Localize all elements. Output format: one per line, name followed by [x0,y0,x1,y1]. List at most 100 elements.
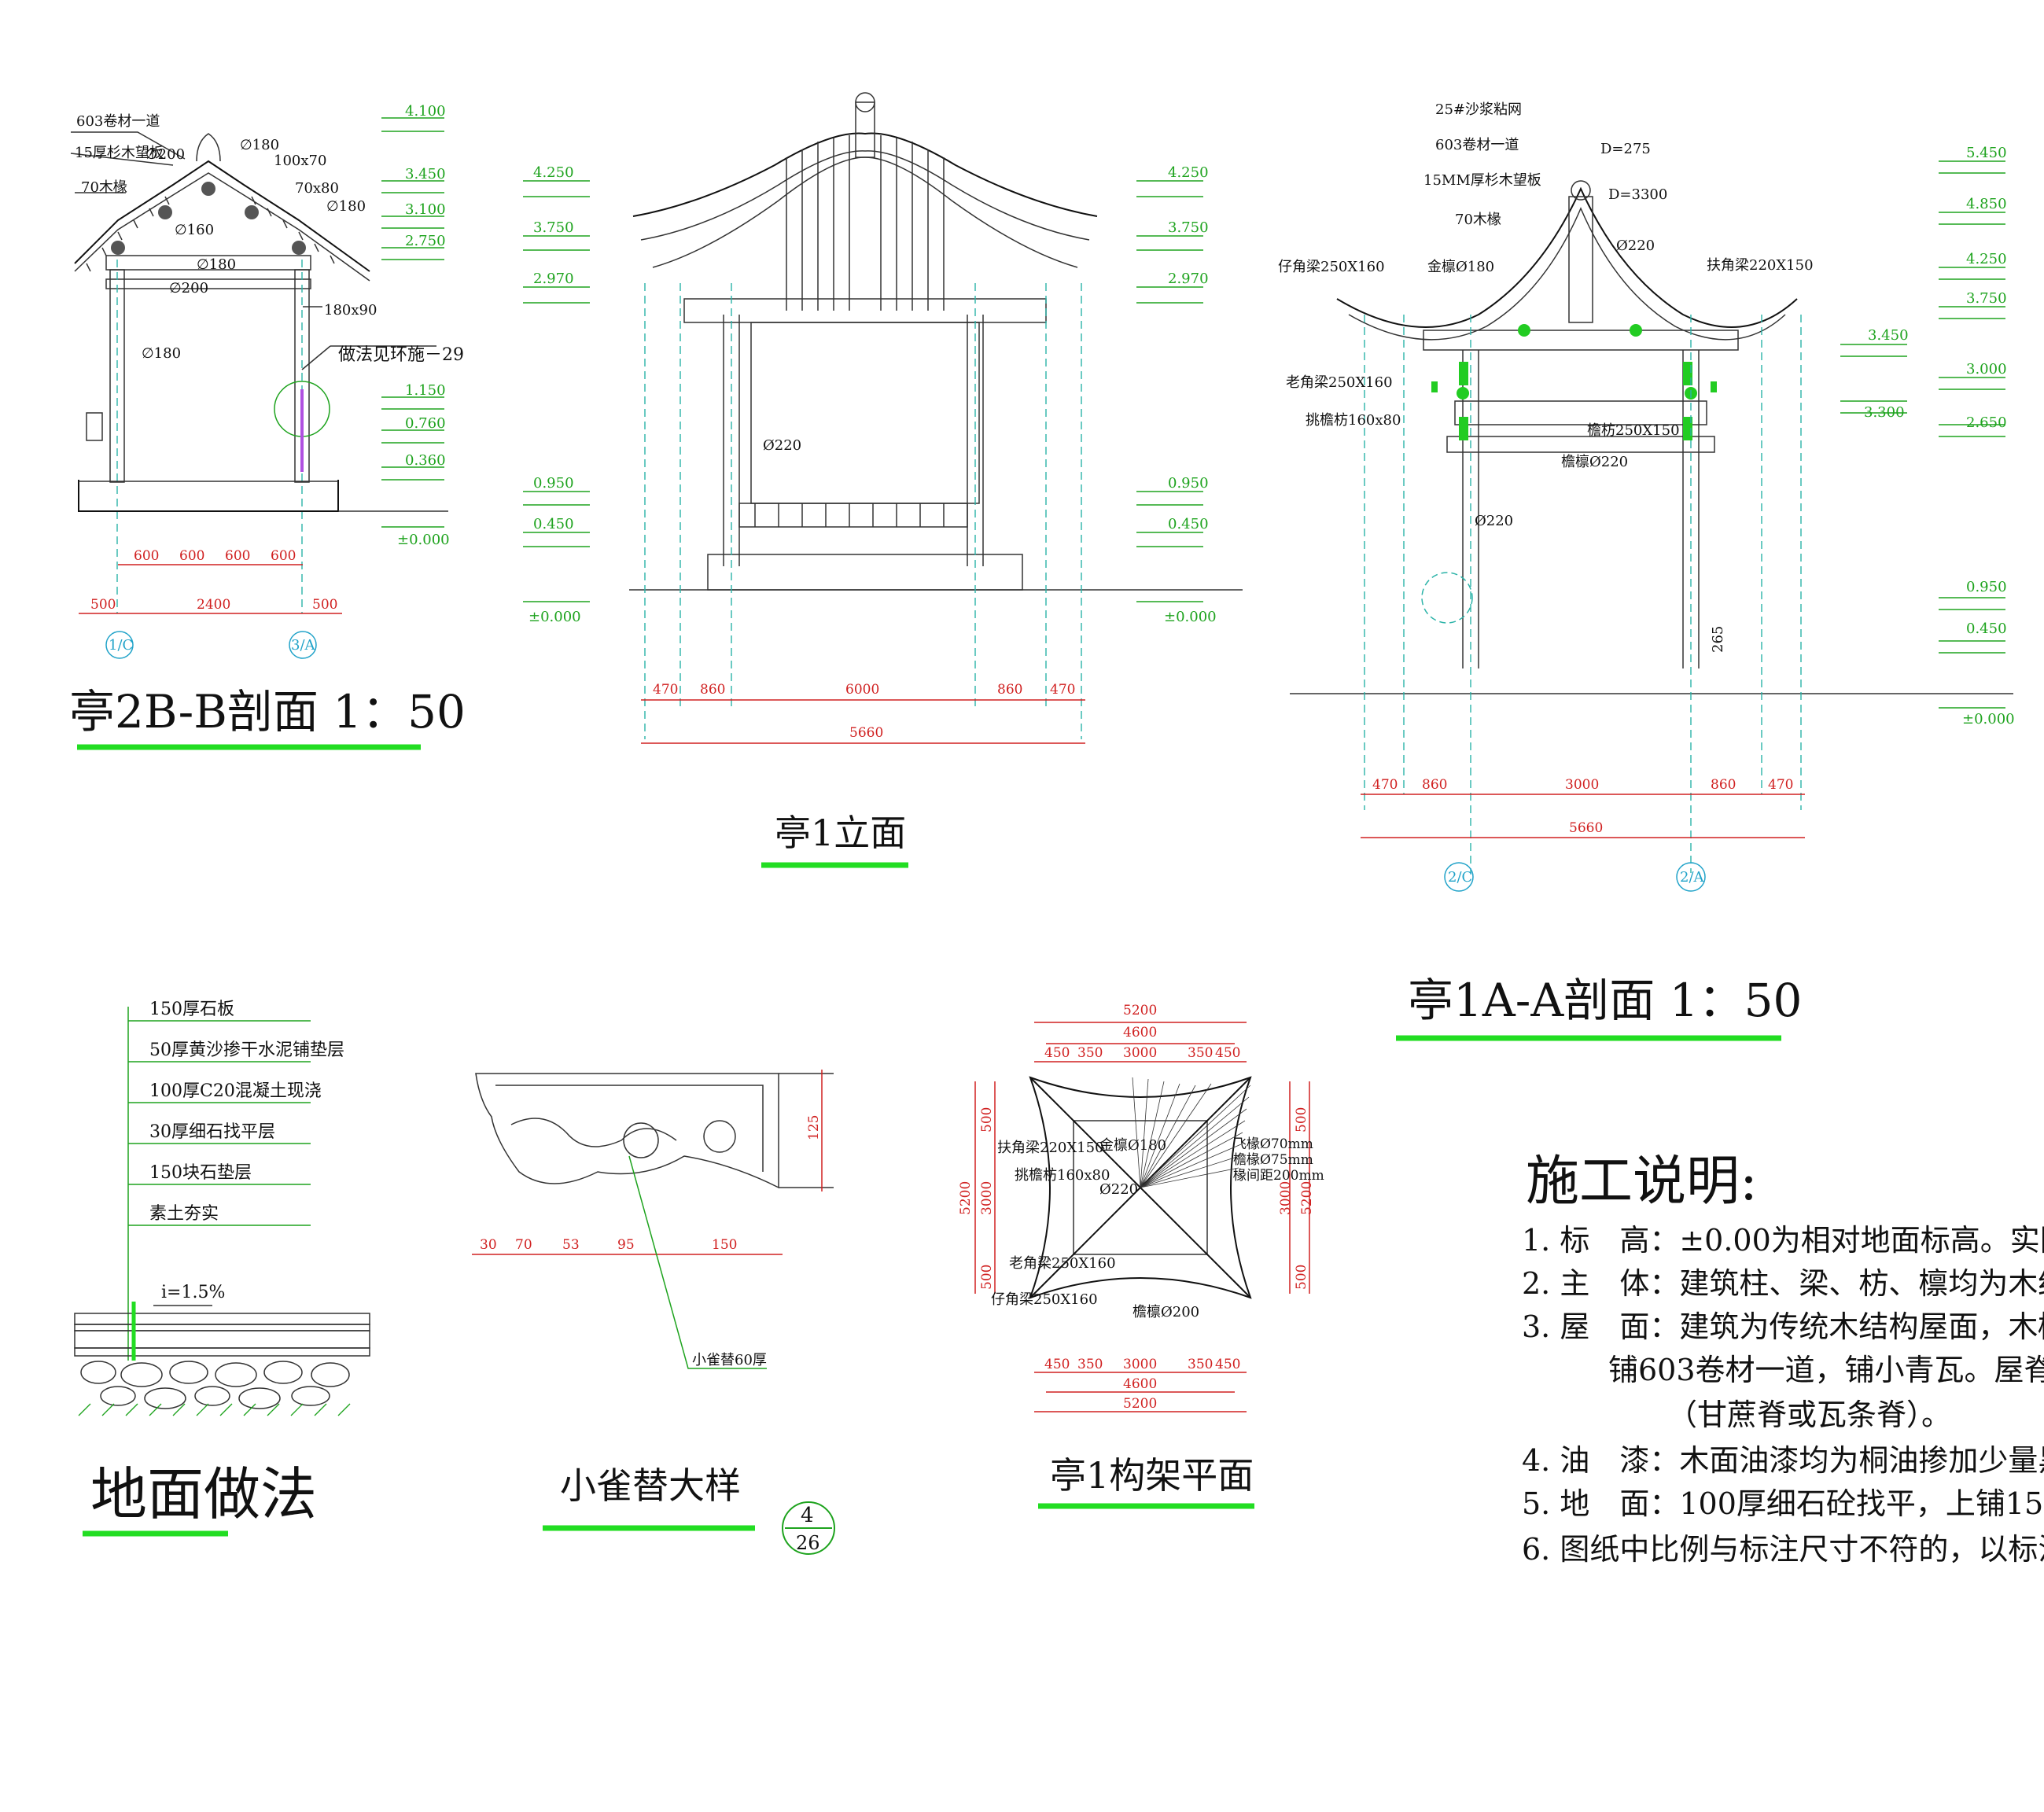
bb-label-11: ∅200 [169,280,208,296]
bb-dim-top-4: 600 [271,548,296,564]
plan-dim-right-4: 500 [1294,1265,1309,1290]
aa-elev-5: 3.450 [1868,327,1909,344]
plan-dim-bot-4: 350 [1188,1357,1213,1372]
frame-plan: 5200 4600 450 350 3000 350 450 450 350 3… [958,1003,1324,1509]
bb-elev-7: 0.360 [405,452,446,469]
bb-elev-1: 4.100 [405,103,446,120]
bb-dim-bot-2: 2400 [197,597,230,613]
floor-title: 地面做法 [90,1461,317,1527]
plan-dim-left-1: 500 [979,1107,995,1132]
bb-label-9: ∅160 [175,222,214,238]
aa-elev-8: 2.650 [1966,414,2007,431]
bb-axis-1: 1/C [109,637,133,654]
plan-dim-right-2: 3000 [1278,1181,1294,1215]
sheet-ref-number: 4 [801,1504,814,1527]
aa-elev-7: 3.300 [1864,404,1905,421]
bracket-title: 小雀替大样 [560,1464,741,1507]
bb-label-10: ∅180 [197,256,236,273]
bb-dim-top-2: 600 [179,548,204,564]
floor-slope: i=1.5% [161,1283,225,1302]
bb-label-4: ∅200 [145,146,185,163]
floor-layer-3: 100厚C20混凝土现浇 [149,1081,322,1101]
elevation-1: Ø220 4.250 3.750 2.970 0.950 0.450 ±0.00… [523,92,1243,868]
plan-dim-right-1: 500 [1294,1107,1309,1132]
note-line-7: 5. 地 面：100厚细石砼找平，上铺150厚石板。 [1522,1486,2044,1521]
aa-beam-7: 檐檩Ø220 [1561,454,1628,470]
bb-label-5: ∅180 [240,137,279,153]
plan-dim-left-4: 500 [979,1265,995,1290]
elev1-dim-1: 470 [653,682,678,698]
aa-top-1: 25#沙浆粘网 [1435,101,1522,118]
bb-axis-2: 3/A [291,637,316,654]
note-line-3: 3. 屋 面：建筑为传统木结构屋面，木椽上面铺 [1522,1309,2044,1344]
elev1-right-2: 3.750 [1168,219,1209,236]
plan-label-5: 老角梁250X160 [1009,1255,1116,1272]
bracket-height: 125 [806,1115,822,1140]
bracket-dim-5: 150 [712,1237,737,1253]
bb-label-3: 70木椽 [81,179,127,196]
bb-elev-6: 0.760 [405,415,446,432]
elev1-left-6: ±0.000 [528,609,581,625]
bb-label-8: ∅180 [326,198,366,215]
bb-label-2: 15厚杉木望板 [75,145,164,161]
plan-dim-top-2: 4600 [1123,1025,1157,1040]
elev1-left-1: 4.250 [533,164,574,181]
aa-elev-9: 0.950 [1966,579,2007,595]
elev1-right-3: 2.970 [1168,271,1209,287]
plan-dim-top-1: 5200 [1123,1003,1157,1018]
aa-beam-3: 扶角梁220X150 [1707,257,1814,274]
aa-beam-8: Ø220 [1475,513,1513,529]
elev1-dim-5: 470 [1050,682,1075,698]
aa-dim-label-3: Ø220 [1616,238,1655,254]
bracket-dim-3: 53 [562,1237,580,1253]
elev1-right-4: 0.950 [1168,475,1209,492]
note-line-6: 4. 油 漆：木面油漆均为桐油掺加少量黑色漆涂 [1522,1443,2044,1478]
floor-layer-4: 30厚细石找平层 [149,1122,275,1142]
section-bb: 603卷材一道 15厚杉木望板 70木椽 ∅200 ∅180 100x70 70… [69,103,466,750]
elevation-1-title: 亭1立面 [775,812,906,854]
sheet-ref-sheet: 26 [796,1532,820,1554]
aa-elev-6: 3.000 [1966,361,2007,378]
note-line-8: 6. 图纸中比例与标注尺寸不符的，以标注尺寸为准 [1522,1532,2044,1567]
plan-dim-top-6: 350 [1188,1045,1213,1061]
aa-dim-2: 860 [1422,777,1447,793]
plan-dim-bot-2: 350 [1077,1357,1103,1372]
plan-dim-right-3: 5200 [1299,1181,1315,1215]
floor-layer-1: 150厚石板 [149,1000,234,1019]
aa-elev-4: 3.750 [1966,290,2007,307]
bb-elev-4: 2.750 [405,233,446,249]
aa-beam-5: 挑檐枋160x80 [1306,412,1401,429]
plan-dim-left-2: 5200 [958,1181,974,1215]
plan-label-4: Ø220 [1099,1181,1138,1198]
bb-elev-3: 3.100 [405,201,446,218]
bb-label-1: 603卷材一道 [76,113,160,130]
plan-dim-bot-5: 450 [1215,1357,1240,1372]
aa-beam-6: 檐枋250X150 [1587,422,1680,439]
floor-layer-5: 150块石垫层 [149,1163,252,1183]
elev1-right-1: 4.250 [1168,164,1209,181]
aa-dim-total: 5660 [1569,820,1603,836]
bb-dim-bot-1: 500 [90,597,116,613]
bb-dim-top-1: 600 [134,548,159,564]
bracket-dim-4: 95 [617,1237,635,1253]
floor-layer-2: 50厚黄沙掺干水泥铺垫层 [149,1040,344,1060]
floor-detail: 150厚石板 50厚黄沙掺干水泥铺垫层 100厚C20混凝土现浇 30厚细石找平… [74,1000,370,1537]
aa-beam-4: 老角梁250X160 [1286,374,1393,391]
aa-beam-1: 仔角梁250X160 [1278,259,1385,275]
notes-title: 施工说明: [1526,1151,1758,1213]
plan-dim-top-7: 450 [1215,1045,1240,1061]
bb-dim-bot-3: 500 [312,597,337,613]
elev1-dim-4: 860 [997,682,1022,698]
plan-dim-left-3: 3000 [979,1181,995,1215]
bb-label-7: 70x80 [295,180,339,197]
aa-elev-11: ±0.000 [1962,711,2015,727]
aa-axis-1: 2/C [1448,869,1472,886]
bracket-dim-2: 70 [515,1237,532,1253]
aa-dim-4: 860 [1711,777,1736,793]
bracket-note: 小雀替60厚 [692,1352,767,1368]
aa-elev-2: 4.850 [1966,196,2007,212]
elev1-left-3: 2.970 [533,271,574,287]
bb-label-14: 做法见环施－29 [338,345,464,365]
elev1-left-2: 3.750 [533,219,574,236]
